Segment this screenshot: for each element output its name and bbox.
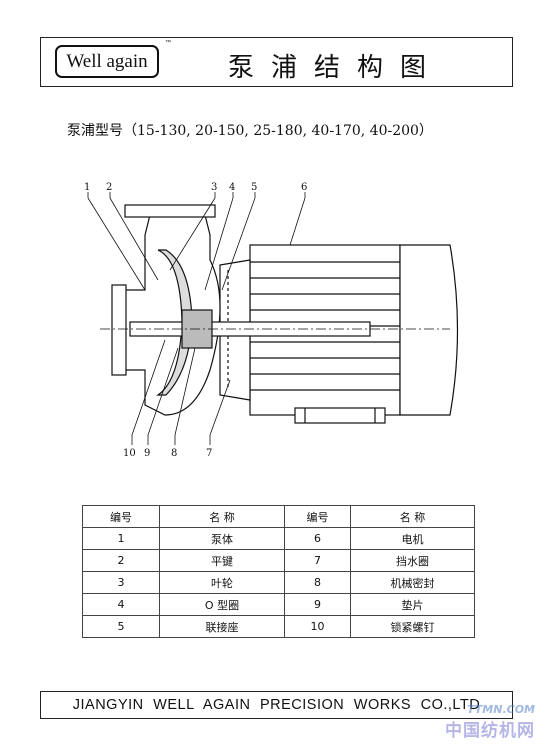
header-frame: Well again ™ 泵浦结构图: [40, 37, 513, 87]
part-number: 1: [82, 527, 160, 550]
trademark-mark: ™: [165, 40, 171, 46]
impeller: [156, 249, 193, 396]
part-number: 7: [284, 549, 351, 572]
part-name: 平键: [159, 549, 285, 572]
callout-2: 2: [106, 182, 112, 193]
watermark-domain: TTMN.COM: [467, 703, 535, 716]
motor-end-cap: [399, 244, 459, 416]
part-number: 8: [284, 571, 351, 594]
company-name: JIANGYIN WELL AGAIN PRECISION WORKS CO.,…: [72, 697, 481, 713]
footer-frame: JIANGYIN WELL AGAIN PRECISION WORKS CO.,…: [40, 691, 513, 719]
part-number: 10: [284, 615, 351, 638]
inlet-flange: [111, 284, 127, 376]
header-number: 编号: [82, 505, 160, 528]
company-logo: Well again: [55, 45, 159, 78]
motor-cooling-fins: [250, 261, 400, 391]
callout-1: 1: [84, 182, 90, 193]
callout-6: 6: [301, 182, 307, 193]
callout-3: 3: [211, 182, 217, 193]
motor-base-foot: [294, 407, 386, 424]
pump-models-line: 泵浦型号（15-130, 20-150, 25-180, 40-170, 40-…: [67, 123, 433, 139]
part-name: 泵体: [159, 527, 285, 550]
table-row: 2 平键 7 挡水圈: [82, 549, 475, 572]
logo-text: Well again: [66, 50, 148, 72]
outlet-flange: [124, 204, 216, 218]
callout-10: 10: [123, 448, 136, 459]
page-title: 泵浦结构图: [228, 53, 444, 83]
table-row: 3 叶轮 8 机械密封: [82, 571, 475, 594]
watermark-site-name: 中国纺机网: [445, 721, 535, 741]
header-name: 名 称: [159, 505, 285, 528]
part-number: 3: [82, 571, 160, 594]
table-row: 5 联接座 10 锁紧螺钉: [82, 615, 475, 638]
header-name: 名 称: [350, 505, 475, 528]
part-name: 机械密封: [350, 571, 475, 594]
part-name: 锁紧螺钉: [350, 615, 475, 638]
site-watermark: TTMN.COM 中国纺机网: [445, 703, 535, 741]
pump-structure-diagram: 1 2 3 4 5 6 10 9 8 7: [84, 182, 459, 459]
header-number: 编号: [284, 505, 351, 528]
table-row: 1 泵体 6 电机: [82, 527, 475, 550]
table-header-row: 编号 名 称 编号 名 称: [82, 505, 475, 528]
part-number: 2: [82, 549, 160, 572]
callout-5: 5: [251, 182, 257, 193]
part-number: 5: [82, 615, 160, 638]
part-number: 4: [82, 593, 160, 616]
part-name: O 型圈: [159, 593, 285, 616]
part-number: 9: [284, 593, 351, 616]
part-number: 6: [284, 527, 351, 550]
callout-4: 4: [229, 182, 235, 193]
part-name: 挡水圈: [350, 549, 475, 572]
part-name: 垫片: [350, 593, 475, 616]
part-name: 叶轮: [159, 571, 285, 594]
callout-8: 8: [171, 448, 177, 459]
callout-7: 7: [206, 448, 212, 459]
part-name: 电机: [350, 527, 475, 550]
table-row: 4 O 型圈 9 垫片: [82, 593, 475, 616]
part-name: 联接座: [159, 615, 285, 638]
parts-table: 编号 名 称 编号 名 称 1 泵体 6 电机 2 平键 7 挡水圈 3 叶轮 …: [82, 505, 475, 638]
callout-9: 9: [144, 448, 150, 459]
